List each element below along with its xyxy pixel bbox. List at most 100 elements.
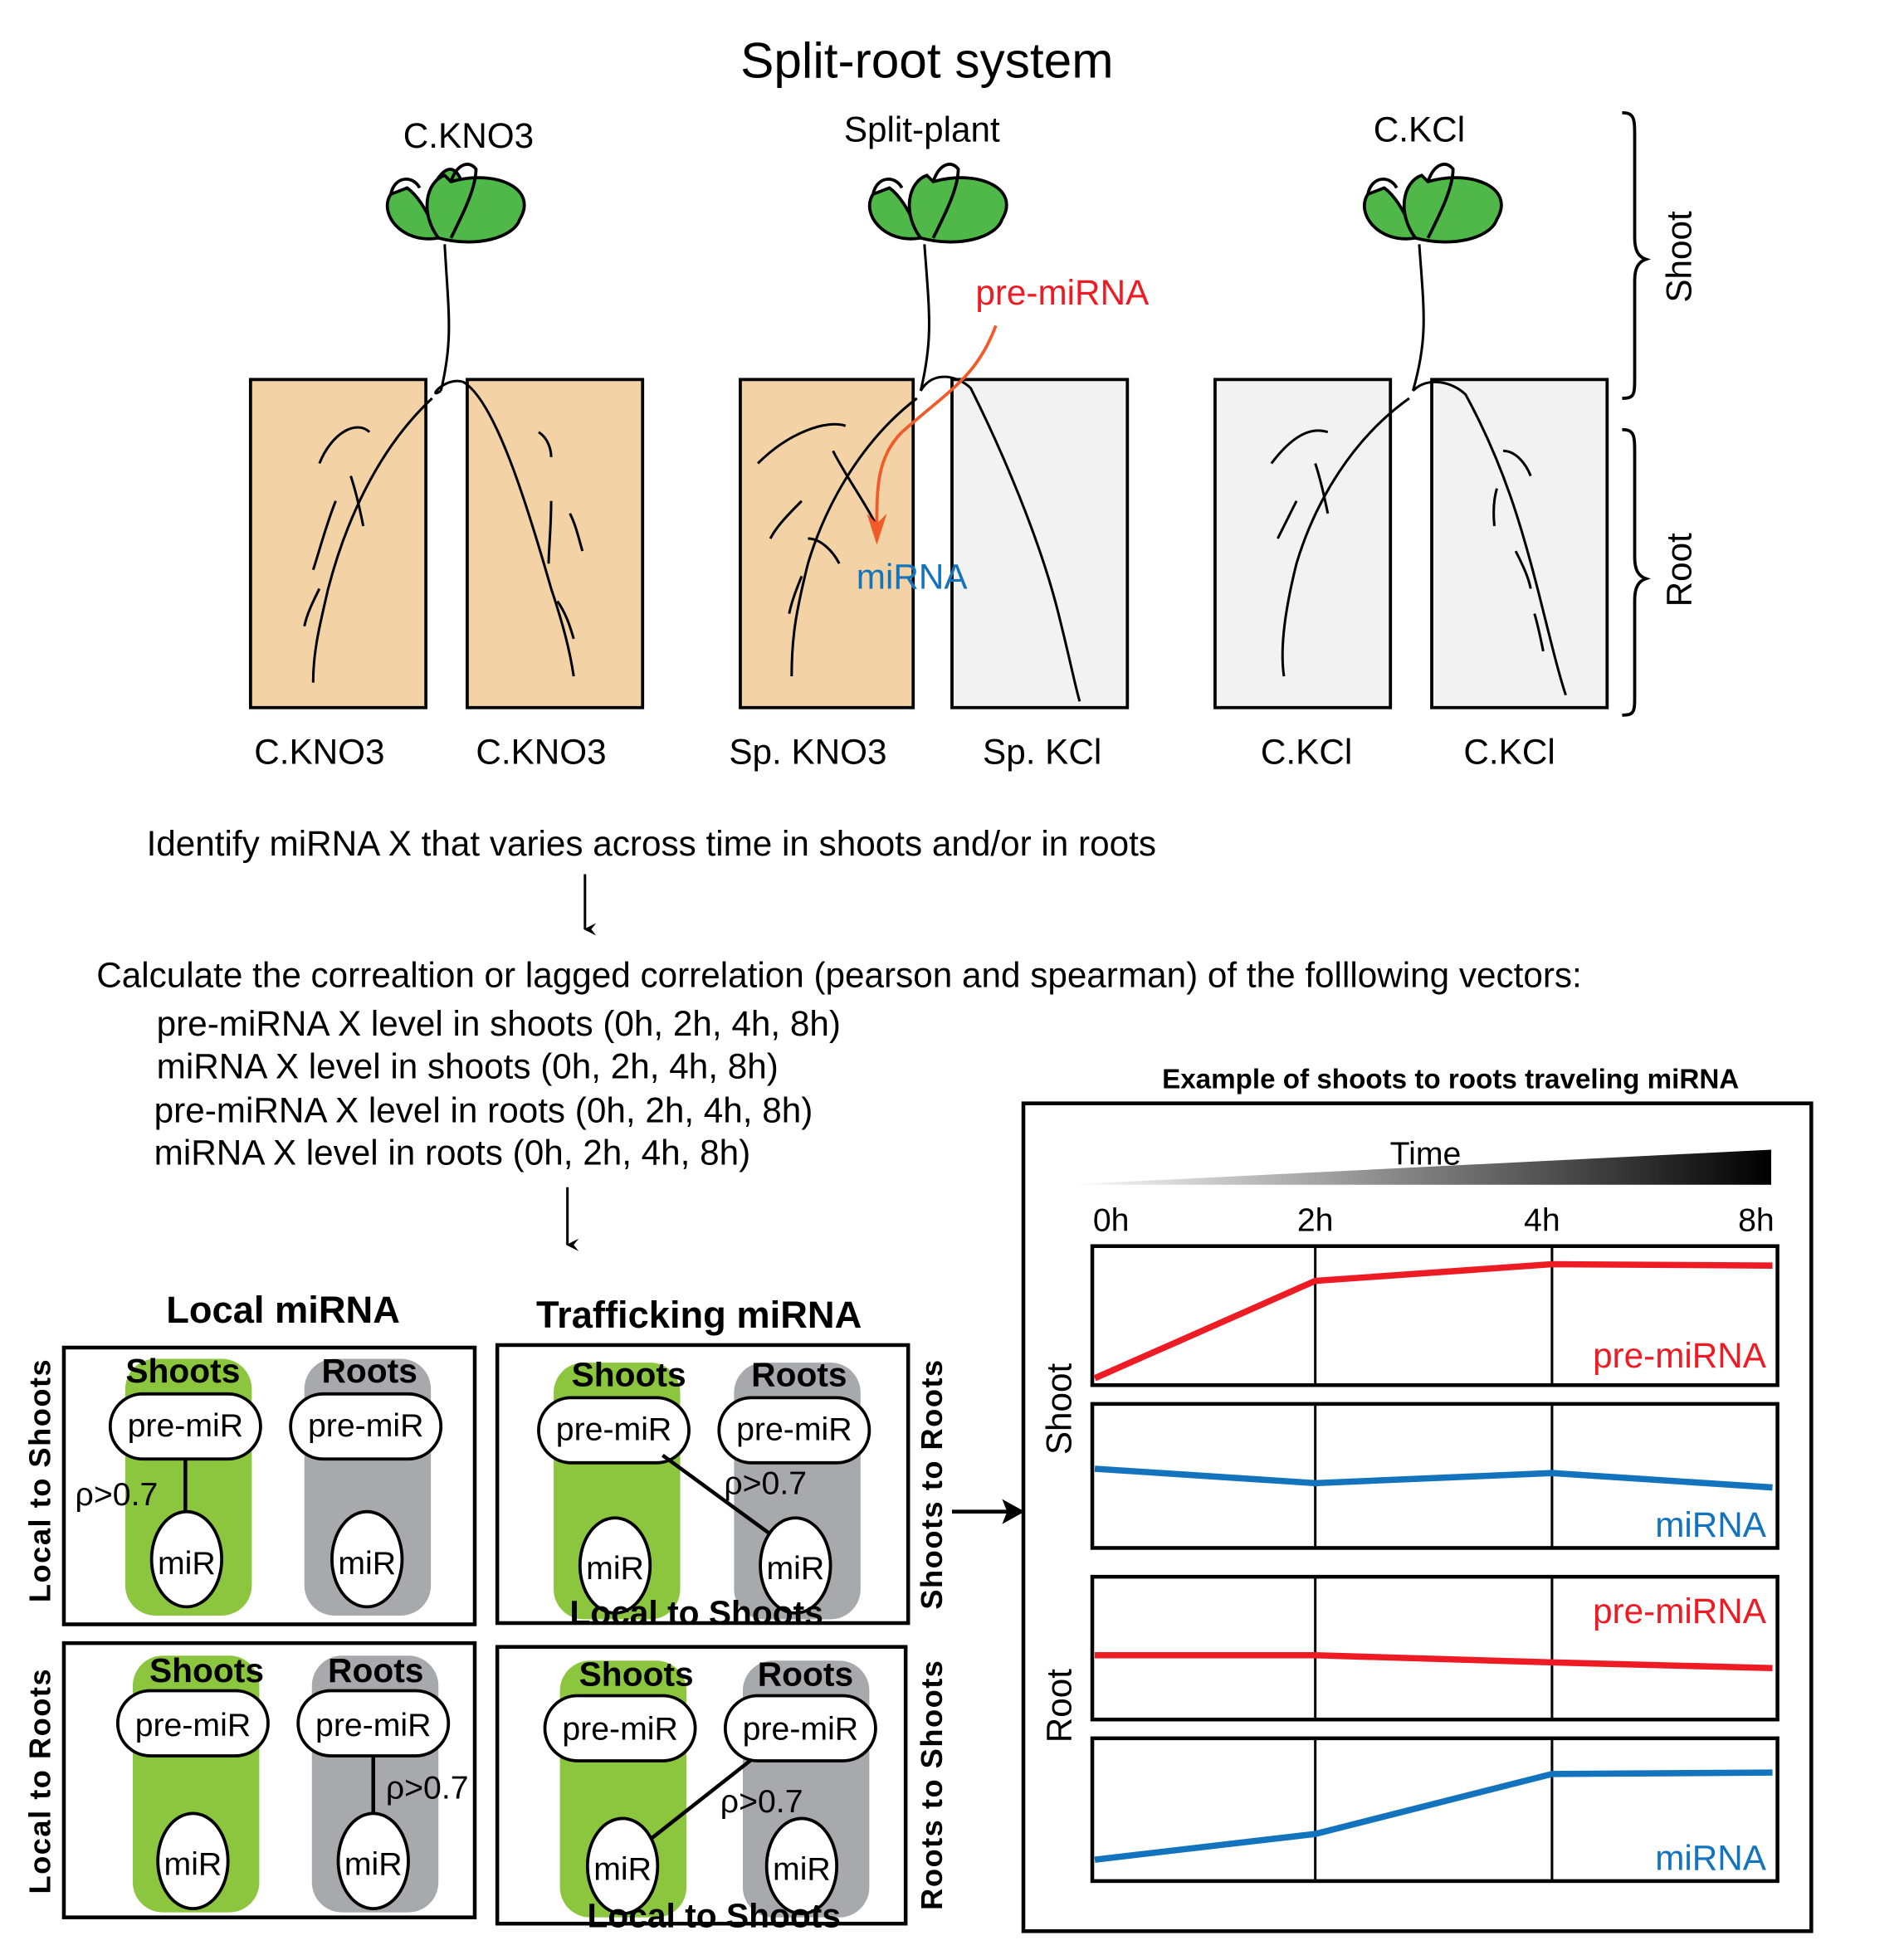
rho-label: ρ>0.7 (720, 1783, 803, 1820)
calculate-step: Calculate the correaltion or lagged corr… (96, 955, 1582, 994)
overlay-label: Local to Shoots (587, 1897, 841, 1935)
pre-mir-label: pre-miR (743, 1710, 858, 1747)
series-line-root-mirna (1094, 1769, 1773, 1863)
side-label: Roots to Shoots (915, 1660, 949, 1910)
pre-mir-label: pre-miR (128, 1407, 243, 1444)
mir-label: miR (593, 1850, 652, 1887)
series-line-shoot-mirna (1094, 1465, 1773, 1491)
shoots-label: Shoots (572, 1356, 686, 1394)
mir-label: miR (158, 1545, 216, 1582)
time-gradient (1064, 1149, 1772, 1185)
roots-label: Roots (758, 1655, 853, 1693)
mir-node (149, 1509, 224, 1609)
plant-label: Split-plant (844, 110, 1000, 149)
shoot-bracket-label: Shoot (1659, 211, 1698, 303)
pot-label: C.KNO3 (254, 733, 384, 772)
series-line-root-pre-mirna (1095, 1652, 1773, 1672)
x-tick-label: 2h (1297, 1202, 1334, 1239)
mir-node (156, 1811, 230, 1910)
series-line-shoot-pre-mirna (1093, 1260, 1773, 1382)
pot-label: Sp. KNO3 (729, 733, 886, 772)
pot-right (1430, 378, 1609, 709)
mir-label: miR (773, 1850, 831, 1887)
mir-node (764, 1816, 839, 1916)
mir-node (578, 1516, 652, 1615)
vector-item: miRNA X level in shoots (0h, 2h, 4h, 8h) (157, 1046, 779, 1085)
overlay-label: Local to Shoots (569, 1594, 823, 1632)
pre-mir-node (289, 1392, 443, 1461)
mir-label: miR (164, 1845, 222, 1882)
figure-title: Split-root system (740, 32, 1113, 89)
side-label: Shoots to Roots (915, 1358, 949, 1609)
pre-mir-label: pre-miR (135, 1707, 251, 1743)
mir-label: miR (766, 1550, 824, 1587)
arrow-head-icon (1002, 1499, 1025, 1524)
plant-c-kcl: C.KCl C.KCl C.KCl (1213, 110, 1609, 772)
plot-frame (1090, 1244, 1780, 1387)
pot-right (466, 378, 645, 709)
pre-mirna-annotation: pre-miRNA (975, 273, 1150, 312)
pot-left (739, 378, 915, 709)
local-mirna-title: Local miRNA (166, 1289, 400, 1331)
mir-label: miR (344, 1845, 403, 1882)
mirna-annotation: miRNA (857, 557, 969, 596)
pot-right (950, 378, 1130, 709)
roots-label: Roots (322, 1352, 417, 1390)
panel-local-to-roots: Shoots Roots pre-miR pre-miR ρ>0.7 miR m… (22, 1641, 477, 1919)
correlation-link (662, 1453, 772, 1536)
side-label: Local to Shoots (22, 1358, 56, 1602)
vector-item: pre-miRNA X level in roots (0h, 2h, 4h, … (154, 1090, 813, 1129)
plot-frame (1090, 1736, 1780, 1884)
shoot-bracket: Shoot (1622, 111, 1698, 400)
identify-step: Identify miRNA X that varies across time… (147, 824, 1156, 863)
arrow-icon (867, 513, 887, 545)
plant-c-kno3: C.KNO3 C.KNO3 C.KNO3 (248, 116, 645, 772)
pre-mir-node (723, 1694, 877, 1762)
mir-label: miR (338, 1545, 396, 1582)
plot-frame (1090, 1402, 1780, 1550)
pre-mir-label: pre-miR (562, 1710, 677, 1747)
mir-node (585, 1816, 660, 1916)
pre-mir-node (115, 1689, 270, 1758)
series-label: pre-miRNA (1593, 1592, 1767, 1631)
mir-node (330, 1509, 404, 1609)
root-bracket-label: Root (1659, 533, 1698, 607)
trafficking-mirna-title: Trafficking miRNA (536, 1294, 862, 1336)
series-label: pre-miRNA (1593, 1336, 1767, 1375)
shoots-label: Shoots (149, 1651, 264, 1689)
panel-roots-to-shoots: Shoots Roots pre-miR pre-miR ρ>0.7 miR m… (495, 1645, 949, 1935)
rho-label: ρ>0.7 (76, 1476, 159, 1513)
rho-label: ρ>0.7 (386, 1769, 469, 1806)
chart-title: Example of shoots to roots traveling miR… (1162, 1065, 1739, 1095)
plant-split: Split-plant pre-miRNA miRNA Sp. KNO3 Sp.… (729, 110, 1150, 772)
pre-mir-node (543, 1694, 697, 1762)
panel-shoots-to-roots: Shoots Roots pre-miR pre-miR ρ>0.7 miR m… (495, 1343, 949, 1632)
example-chart: Example of shoots to roots traveling miR… (1021, 1065, 1814, 1933)
series-label: miRNA (1655, 1505, 1767, 1544)
x-tick-label: 4h (1524, 1202, 1560, 1239)
plot-frame (1090, 1574, 1780, 1722)
panel-local-to-shoots: Shoots Roots pre-miR pre-miR ρ>0.7 miR m… (22, 1345, 477, 1626)
rho-label: ρ>0.7 (724, 1465, 807, 1502)
leaf-icon (385, 163, 526, 244)
shoots-label: Shoots (125, 1352, 240, 1390)
pre-mir-label: pre-miR (315, 1707, 431, 1743)
pot-label: C.KCl (1261, 733, 1352, 772)
pot-left (248, 378, 428, 709)
correlation-link (650, 1758, 753, 1840)
x-tick-label: 8h (1738, 1202, 1775, 1239)
roots-label: Roots (328, 1651, 423, 1689)
plant-label: C.KNO3 (403, 116, 534, 155)
group-label-root: Root (1039, 1669, 1078, 1743)
vector-item: miRNA X level in roots (0h, 2h, 4h, 8h) (154, 1134, 751, 1173)
mir-node (336, 1811, 410, 1910)
pot-label: C.KNO3 (476, 733, 606, 772)
leaf-icon (1362, 163, 1503, 244)
shoots-label: Shoots (579, 1655, 694, 1693)
root-bracket: Root (1622, 427, 1698, 717)
pot-label: C.KCl (1463, 733, 1555, 772)
vector-item: pre-miRNA X level in shoots (0h, 2h, 4h,… (157, 1004, 841, 1043)
mir-label: miR (586, 1550, 644, 1587)
roots-label: Roots (751, 1356, 847, 1394)
